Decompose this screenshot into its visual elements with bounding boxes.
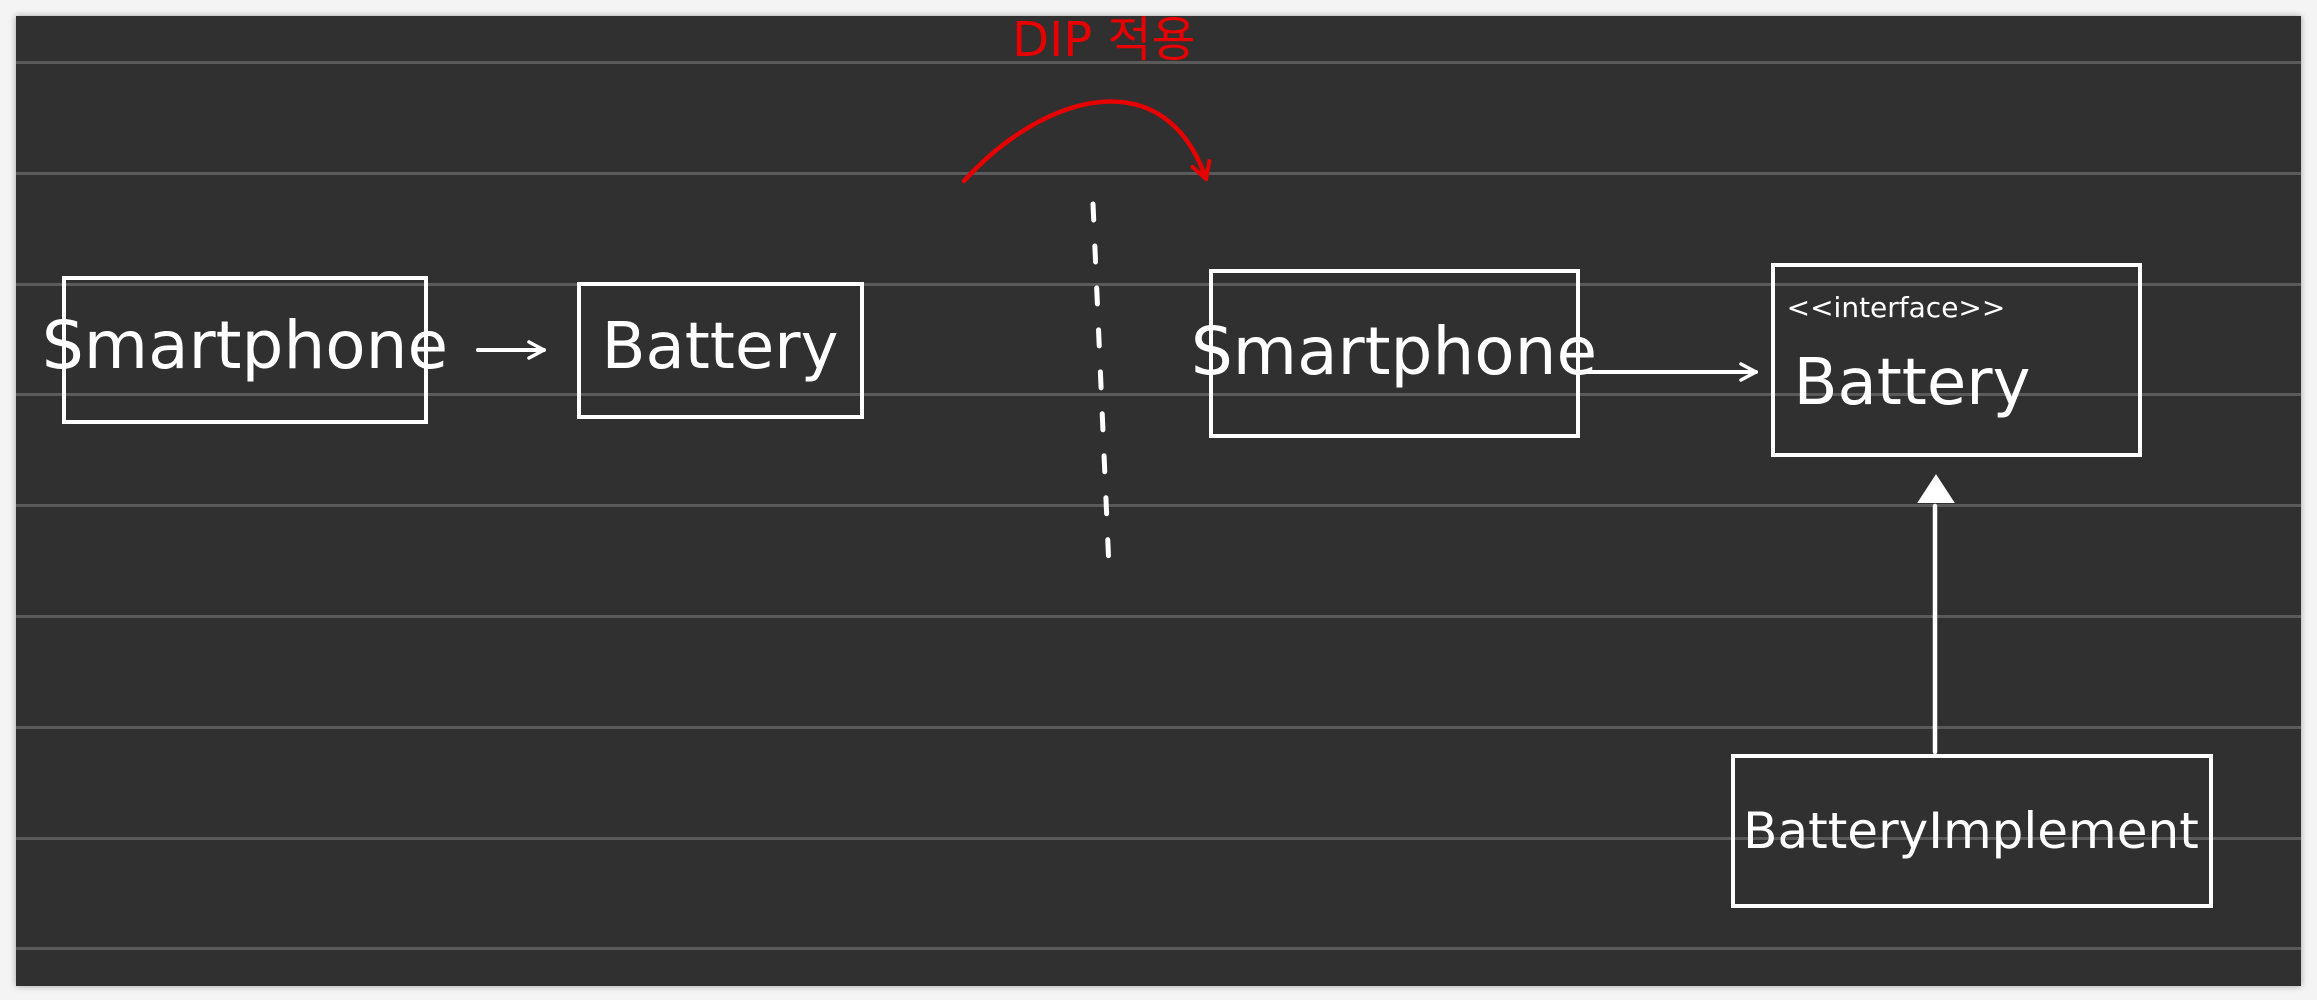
ruled-line — [16, 283, 2301, 286]
ruled-line — [16, 947, 2301, 950]
before-group: Smartphone Battery — [42, 276, 864, 424]
whiteboard-canvas: Smartphone Battery DIP 적용 Smartphone <<i… — [16, 16, 2301, 986]
ruled-line — [16, 172, 2301, 175]
smartphone-box-after[interactable] — [1209, 269, 1580, 438]
battery-interface-label: Battery — [1794, 346, 2031, 420]
transition-group: DIP 적용 — [961, 16, 1212, 571]
smartphone-label-after: Smartphone — [1191, 313, 1597, 390]
interface-stereotype-label: <<interface>> — [1787, 291, 2006, 324]
ruled-line — [16, 615, 2301, 618]
dip-diagram: Smartphone Battery DIP 적용 Smartphone <<i… — [42, 16, 2213, 908]
ruled-line — [16, 837, 2301, 840]
smartphone-box-before[interactable] — [62, 276, 428, 424]
after-group: Smartphone <<interface>> Battery Battery… — [1191, 263, 2213, 908]
battery-implement-box[interactable] — [1731, 754, 2213, 908]
smartphone-label-before: Smartphone — [42, 307, 448, 384]
ruled-line — [16, 61, 2301, 64]
battery-label-before: Battery — [602, 310, 839, 384]
realization-arrow-head — [1917, 474, 1955, 503]
battery-interface-box[interactable] — [1771, 263, 2142, 457]
ruled-line — [16, 393, 2301, 396]
dip-annotation-label: DIP 적용 — [1012, 16, 1196, 68]
separator-dashed-line — [1090, 201, 1112, 571]
ruled-line — [16, 504, 2301, 507]
battery-box-before[interactable] — [577, 282, 864, 419]
battery-implement-label: BatteryImplement — [1743, 802, 2199, 860]
dip-curved-arrow — [961, 99, 1212, 184]
ruled-line — [16, 726, 2301, 729]
